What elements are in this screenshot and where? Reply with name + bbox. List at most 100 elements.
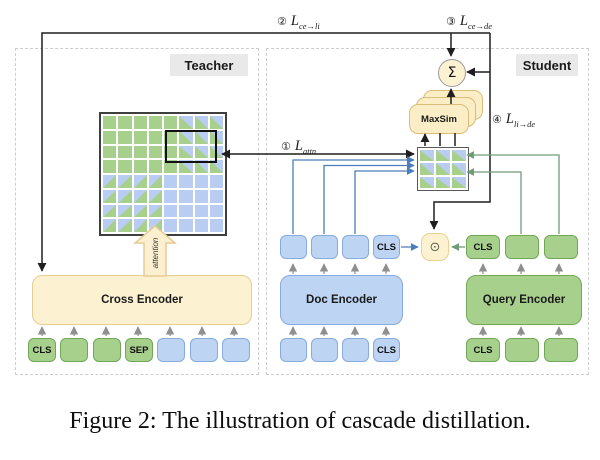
matrix-cell (164, 175, 178, 188)
token-box (157, 338, 186, 362)
matrix-cell (209, 189, 223, 203)
matrix-cell (209, 204, 223, 218)
matrix-cell (148, 160, 162, 173)
matrix-cell (103, 189, 117, 203)
matrix-cell (103, 116, 117, 129)
token-box-cls: CLS (466, 235, 500, 259)
matrix-cell (179, 189, 193, 203)
loss-number: ④ (492, 113, 502, 126)
student-panel-label: Student (516, 54, 578, 76)
matrix-cell (133, 130, 147, 144)
loss-label-attn: ① Lattn (281, 137, 316, 156)
matrix-cell (103, 175, 117, 188)
matrix-cell (118, 116, 132, 129)
loss-symbol: L (294, 138, 303, 154)
token-box (505, 338, 539, 362)
matrix-cell (133, 145, 147, 159)
matrix-cell (194, 204, 208, 218)
teacher-token-row: CLS SEP (28, 338, 250, 362)
token-box-cls: CLS (466, 338, 500, 362)
loss-symbol: L (459, 13, 468, 29)
matrix-cell (148, 175, 162, 188)
matrix-cell (133, 219, 147, 232)
matrix-cell (194, 219, 208, 232)
token-box (342, 235, 369, 259)
matrix-cell (118, 160, 132, 173)
matrix-cell (133, 160, 147, 173)
token-box (60, 338, 89, 362)
loss-label-li-de: ④ Lli→de (492, 110, 535, 129)
maxsim-card-front: MaxSim (409, 104, 469, 134)
token-box (311, 338, 338, 362)
matrix-cell (164, 116, 178, 129)
token-box (544, 338, 578, 362)
token-box (505, 235, 539, 259)
token-box (544, 235, 578, 259)
token-box-cls: CLS (373, 235, 400, 259)
matrix-cell (194, 116, 208, 129)
matrix-cell (436, 150, 450, 162)
loss-subscript: ce→li (298, 21, 320, 32)
matrix-cell (420, 176, 434, 188)
matrix-cell (164, 189, 178, 203)
matrix-cell (103, 145, 117, 159)
matrix-cell (452, 176, 466, 188)
matrix-cell (118, 219, 132, 232)
matrix-cell (179, 219, 193, 232)
token-box-sep: SEP (124, 338, 153, 362)
matrix-cell (194, 189, 208, 203)
token-box (311, 235, 338, 259)
teacher-panel-label: Teacher (170, 54, 248, 76)
matrix-cell (118, 130, 132, 144)
matrix-cell (164, 219, 178, 232)
dot-product-node: ⊙ (421, 233, 449, 261)
matrix-cell (148, 145, 162, 159)
matrix-cell (103, 219, 117, 232)
loss-subscript: ce→de (467, 21, 493, 32)
matrix-cell (452, 150, 466, 162)
matrix-cell (420, 150, 434, 162)
matrix-cell (164, 204, 178, 218)
token-box (280, 338, 307, 362)
matrix-cell (148, 130, 162, 144)
matrix-cell (148, 116, 162, 129)
doc-token-row-top: CLS (280, 235, 400, 259)
token-box (221, 338, 250, 362)
query-token-row-top: CLS (466, 235, 578, 259)
matrix-cell (103, 130, 117, 144)
cross-encoder-box: Cross Encoder (32, 275, 252, 325)
matrix-cell (148, 189, 162, 203)
matrix-cell (209, 219, 223, 232)
loss-number: ① (281, 140, 291, 153)
matrix-cell (209, 116, 223, 129)
attention-submatrix-outline (165, 130, 217, 163)
loss-subscript: li→de (513, 119, 536, 130)
doc-token-row-bottom: CLS (280, 338, 400, 362)
token-box (92, 338, 121, 362)
matrix-cell (118, 145, 132, 159)
doc-encoder-box: Doc Encoder (280, 275, 403, 325)
loss-symbol: L (290, 13, 299, 29)
query-token-row-bottom: CLS (466, 338, 578, 362)
matrix-cell (133, 175, 147, 188)
matrix-cell (118, 175, 132, 188)
figure-caption: Figure 2: The illustration of cascade di… (69, 408, 531, 434)
matrix-cell (103, 204, 117, 218)
token-box-cls: CLS (28, 338, 56, 362)
query-encoder-box: Query Encoder (466, 275, 582, 325)
loss-symbol: L (505, 111, 514, 127)
loss-number: ③ (446, 15, 456, 28)
matrix-cell (103, 160, 117, 173)
matrix-cell (436, 176, 450, 188)
token-box (280, 235, 307, 259)
student-sim-matrix (417, 147, 469, 191)
matrix-cell (133, 116, 147, 129)
token-box (189, 338, 218, 362)
matrix-cell (133, 189, 147, 203)
matrix-cell (118, 189, 132, 203)
loss-label-ce-li: ② Lce→li (277, 12, 320, 31)
matrix-cell (194, 175, 208, 188)
matrix-cell (118, 204, 132, 218)
loss-subscript: attn (302, 146, 317, 157)
